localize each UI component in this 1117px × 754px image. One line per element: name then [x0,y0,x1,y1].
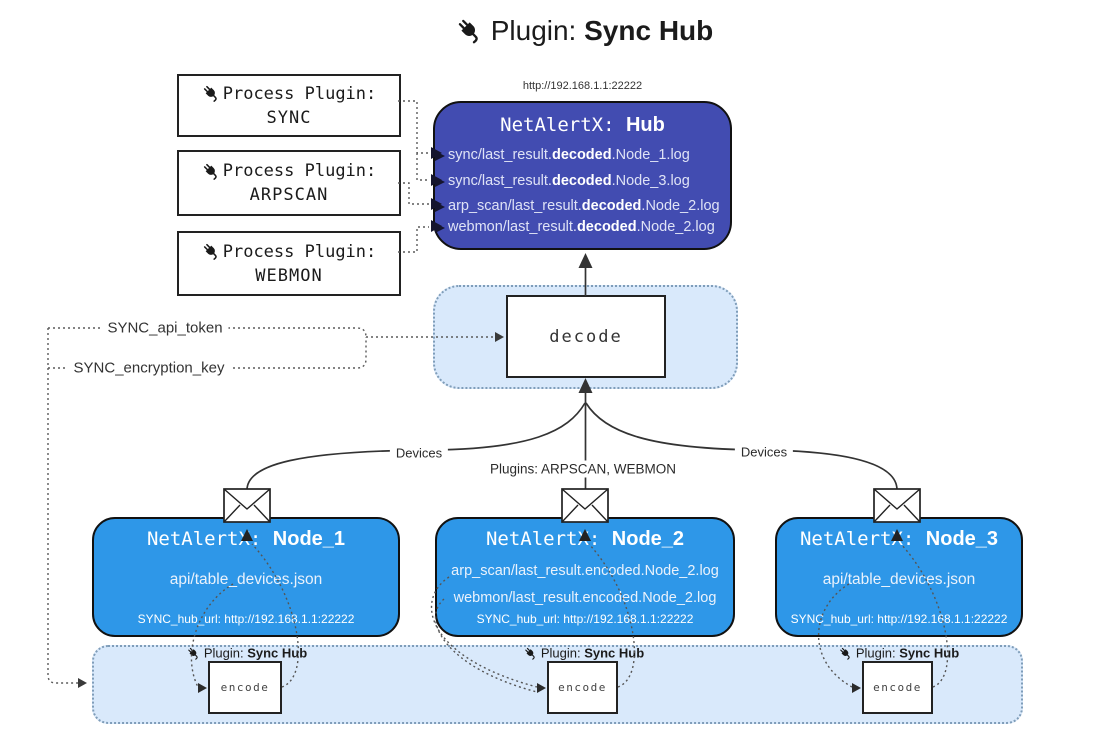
plugin-to-hub-connectors [398,100,429,253]
node-hub-url: SYNC_hub_url: http://192.168.1.1:22222 [137,612,355,626]
encode-box-2: encode [547,661,618,714]
plug-icon [187,646,201,660]
process-plugin-box-arpscan: Process Plugin: ARPSCAN [177,150,401,216]
plugins-label-center: Plugins: ARPSCAN, WEBMON [483,460,683,478]
node-file: webmon/last_result.encoded.Node_2.log [453,590,717,606]
process-plugin-name: ARPSCAN [249,185,329,205]
plug-icon [202,242,221,261]
page-title-text: Plugin: Sync Hub [490,15,714,46]
node-title: NetAlertX: Node_3 [799,528,999,550]
process-plugin-name: SYNC [266,107,312,128]
encode-box-3: encode [862,661,933,714]
process-plugin-box-sync: Process Plugin: SYNC [177,74,401,137]
hub-log-line: sync/last_result.decoded.Node_3.log [435,173,726,193]
hub-url-label: http://192.168.1.1:22222 [522,80,643,92]
encode-box-1: encode [208,661,282,714]
node-title: NetAlertX: Node_1 [146,528,346,550]
decode-box: decode [506,295,666,378]
hub-log-line: webmon/last_result.decoded.Node_2.log [435,219,726,239]
sync-api-token-label: SYNC_api_token [101,318,229,338]
node-box-2: NetAlertX: Node_2 arp_scan/last_result.e… [435,517,735,637]
plug-icon [202,162,221,181]
hub-box: NetAlertX: Hub sync/last_result.decoded.… [433,101,732,250]
process-plugin-label: Process Plugin: [222,83,377,104]
sync-encryption-key-label: SYNC_encryption_key [67,358,231,378]
devices-label-right: Devices [734,443,794,461]
process-plugin-box-webmon: Process Plugin: WEBMON [177,231,401,296]
process-plugin-label: Process Plugin: [222,241,377,262]
hub-title: NetAlertX: Hub [500,114,665,136]
plug-icon [839,646,853,660]
node-hub-url: SYNC_hub_url: http://192.168.1.1:22222 [476,612,694,626]
process-plugin-label: Process Plugin: [222,161,377,181]
hub-log-line: arp_scan/last_result.decoded.Node_2.log [435,198,726,218]
page-title: Plugin: Sync Hub [26,15,1117,47]
node-box-1: NetAlertX: Node_1 api/table_devices.json… [92,517,400,637]
encoder-plugin-label-1: Plugin: Sync Hub [187,646,307,661]
encoder-plugin-label-3: Plugin: Sync Hub [839,646,959,661]
plug-icon [524,646,538,660]
plug-icon [202,84,221,103]
node-hub-url: SYNC_hub_url: http://192.168.1.1:22222 [790,612,1008,626]
node-title: NetAlertX: Node_2 [485,528,685,550]
plug-icon [456,17,484,45]
process-plugin-name: WEBMON [255,265,323,286]
node-file: api/table_devices.json [169,571,323,588]
encoder-plugin-label-2: Plugin: Sync Hub [524,646,644,661]
node-file: api/table_devices.json [822,571,976,588]
node-box-3: NetAlertX: Node_3 api/table_devices.json… [775,517,1023,637]
hub-log-line: sync/last_result.decoded.Node_1.log [435,147,726,167]
devices-label-left: Devices [389,444,449,462]
node-file: arp_scan/last_result.encoded.Node_2.log [451,563,719,579]
